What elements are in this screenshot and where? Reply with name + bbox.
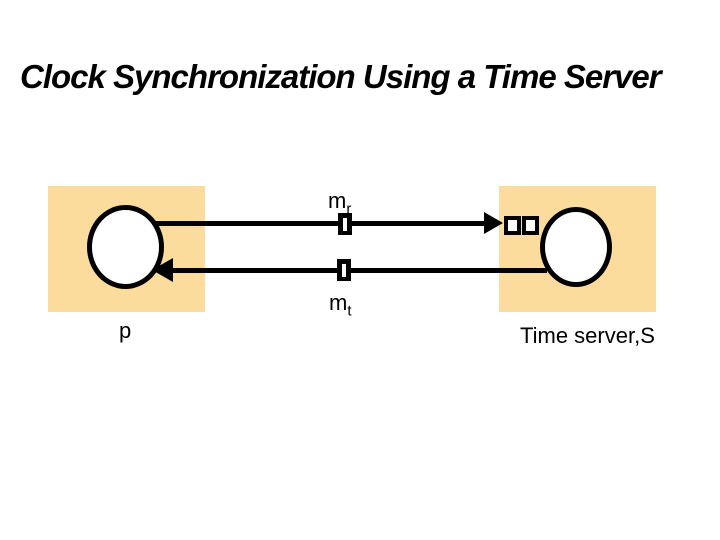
reply-message-label: mt xyxy=(329,290,352,319)
reply-message-sub: t xyxy=(347,302,352,320)
reply-arrow-line xyxy=(168,268,547,273)
arrowhead-right-icon xyxy=(484,212,503,234)
process-node xyxy=(87,205,164,289)
server-node xyxy=(540,207,612,287)
process-label: p xyxy=(119,318,132,343)
reply-message-base: m xyxy=(329,290,348,315)
request-message-marker-icon xyxy=(338,213,352,235)
request-message-sub: r xyxy=(346,200,352,218)
queue-slot xyxy=(504,216,521,235)
arrowhead-left-icon xyxy=(152,258,173,282)
server-label: Time server,S xyxy=(520,323,655,348)
message-slit xyxy=(342,264,346,277)
message-slit xyxy=(343,218,347,231)
reply-message-marker-icon xyxy=(337,259,351,281)
queue-slot xyxy=(522,216,539,235)
request-message-label: mr xyxy=(328,188,351,217)
request-arrow-line xyxy=(156,221,486,226)
request-message-base: m xyxy=(328,188,347,213)
slide-title: Clock Synchronization Using a Time Serve… xyxy=(20,58,662,96)
